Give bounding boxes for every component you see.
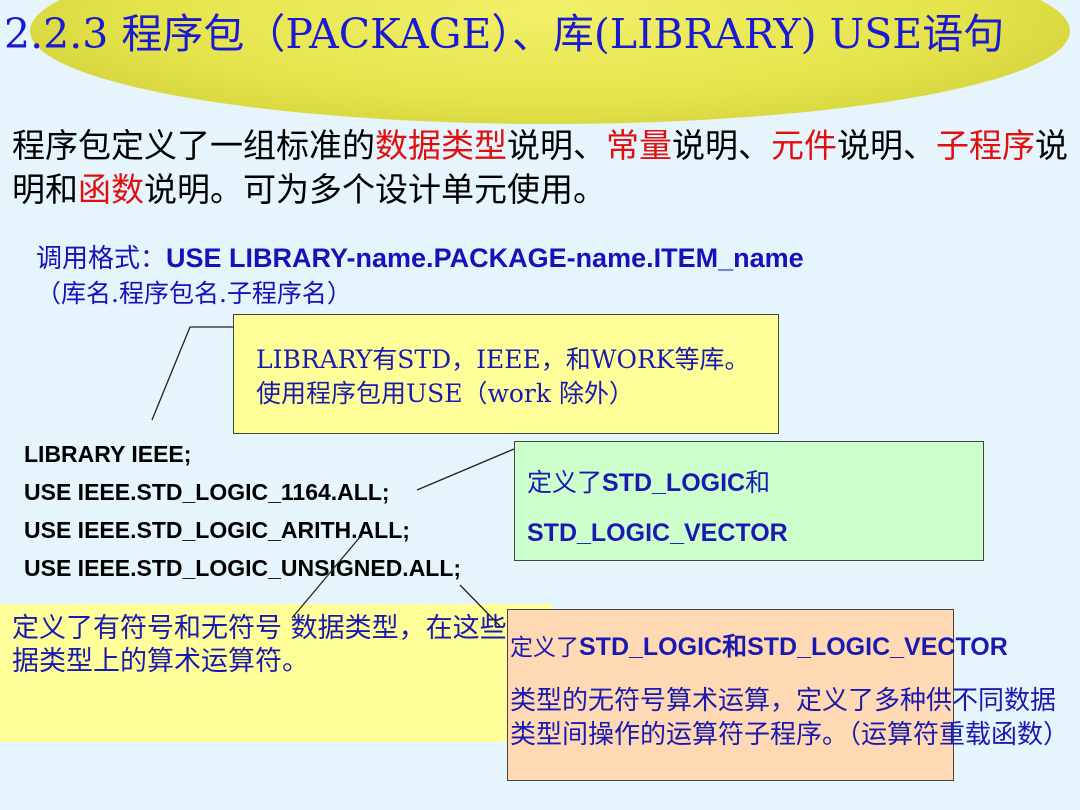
intro-highlight-constants: 常量 <box>606 126 672 165</box>
note-arith-box: 定义了有符号和无符号 数据类型，在这些数据类型上的算术运算符。 <box>0 604 552 742</box>
note-stdlogic-box: 定义了STD_LOGIC和 STD_LOGIC_VECTOR <box>514 441 984 561</box>
call-format-note: （库名.程序包名.子程序名） <box>36 279 352 308</box>
intro-highlight-subprograms: 子程序 <box>936 126 1035 165</box>
note-stdlogic-line2: STD_LOGIC_VECTOR <box>527 519 788 547</box>
note-library-box: LIBRARY有STD，IEEE，和WORK等库。 使用程序包用USE（work… <box>233 314 779 434</box>
slide-title: 2.2.3 程序包（PACKAGE）、库(LIBRARY) USE语句 <box>4 10 1005 58</box>
note-library-line1: LIBRARY有STD，IEEE，和WORK等库。 <box>256 345 750 374</box>
code-block: LIBRARY IEEE; USE IEEE.STD_LOGIC_1164.AL… <box>24 435 461 587</box>
intro-highlight-data-types: 数据类型 <box>375 126 507 165</box>
code-line-use-arith: USE IEEE.STD_LOGIC_ARITH.ALL; <box>24 517 410 543</box>
intro-text: 说明、 <box>837 126 936 165</box>
call-format-label: 调用格式： <box>36 244 167 274</box>
note-unsigned-terms: STD_LOGIC和STD_LOGIC_VECTOR <box>579 633 1008 661</box>
note-unsigned-text: 类型的无符号算术运算，定义了多种供不同数据类型间操作的运算符子程序。（运算符重载… <box>510 686 1070 750</box>
call-format-line: 调用格式：USE LIBRARY-name.PACKAGE-name.ITEM_… <box>36 241 804 276</box>
intro-text: 说明、 <box>507 126 606 165</box>
intro-paragraph: 程序包定义了一组标准的数据类型说明、常量说明、元件说明、子程序说明和函数说明。可… <box>12 124 1072 212</box>
note-unsigned-line1: 定义了STD_LOGIC和STD_LOGIC_VECTOR <box>510 630 1008 665</box>
callout-line-arith <box>291 536 361 619</box>
intro-text: 说明。可为多个设计单元使用。 <box>144 170 606 209</box>
note-unsigned-box <box>507 609 954 781</box>
callout-line-unsigned <box>459 584 501 627</box>
note-stdlogic-line1: 定义了STD_LOGIC和 <box>527 466 770 500</box>
intro-text: 程序包定义了一组标准的 <box>12 126 375 165</box>
intro-highlight-functions: 函数 <box>78 170 144 209</box>
code-line-use-1164: USE IEEE.STD_LOGIC_1164.ALL; <box>24 479 390 505</box>
call-format-syntax: USE LIBRARY-name.PACKAGE-name.ITEM_name <box>166 243 804 273</box>
note-library-line2: 使用程序包用USE（work 除外） <box>256 379 634 408</box>
intro-highlight-components: 元件 <box>771 126 837 165</box>
note-unsigned-prefix: 定义了 <box>510 635 579 661</box>
note-library-text: LIBRARY有STD，IEEE，和WORK等库。 使用程序包用USE（work… <box>256 343 749 411</box>
code-line-use-unsigned: USE IEEE.STD_LOGIC_UNSIGNED.ALL; <box>24 555 462 581</box>
callout-line-library <box>151 326 233 421</box>
intro-text: 说明、 <box>672 126 771 165</box>
note-stdlogic-term: STD_LOGIC <box>602 469 746 497</box>
intro-text: 说明和 <box>12 126 1068 209</box>
note-stdlogic-prefix: 定义了 <box>527 468 603 497</box>
note-arith-text: 定义了有符号和无符号 数据类型，在这些数据类型上的算术运算符。 <box>12 613 534 677</box>
code-line-library: LIBRARY IEEE; <box>24 441 192 467</box>
callout-line-stdlogic <box>416 448 515 491</box>
note-stdlogic-suffix: 和 <box>745 468 771 497</box>
